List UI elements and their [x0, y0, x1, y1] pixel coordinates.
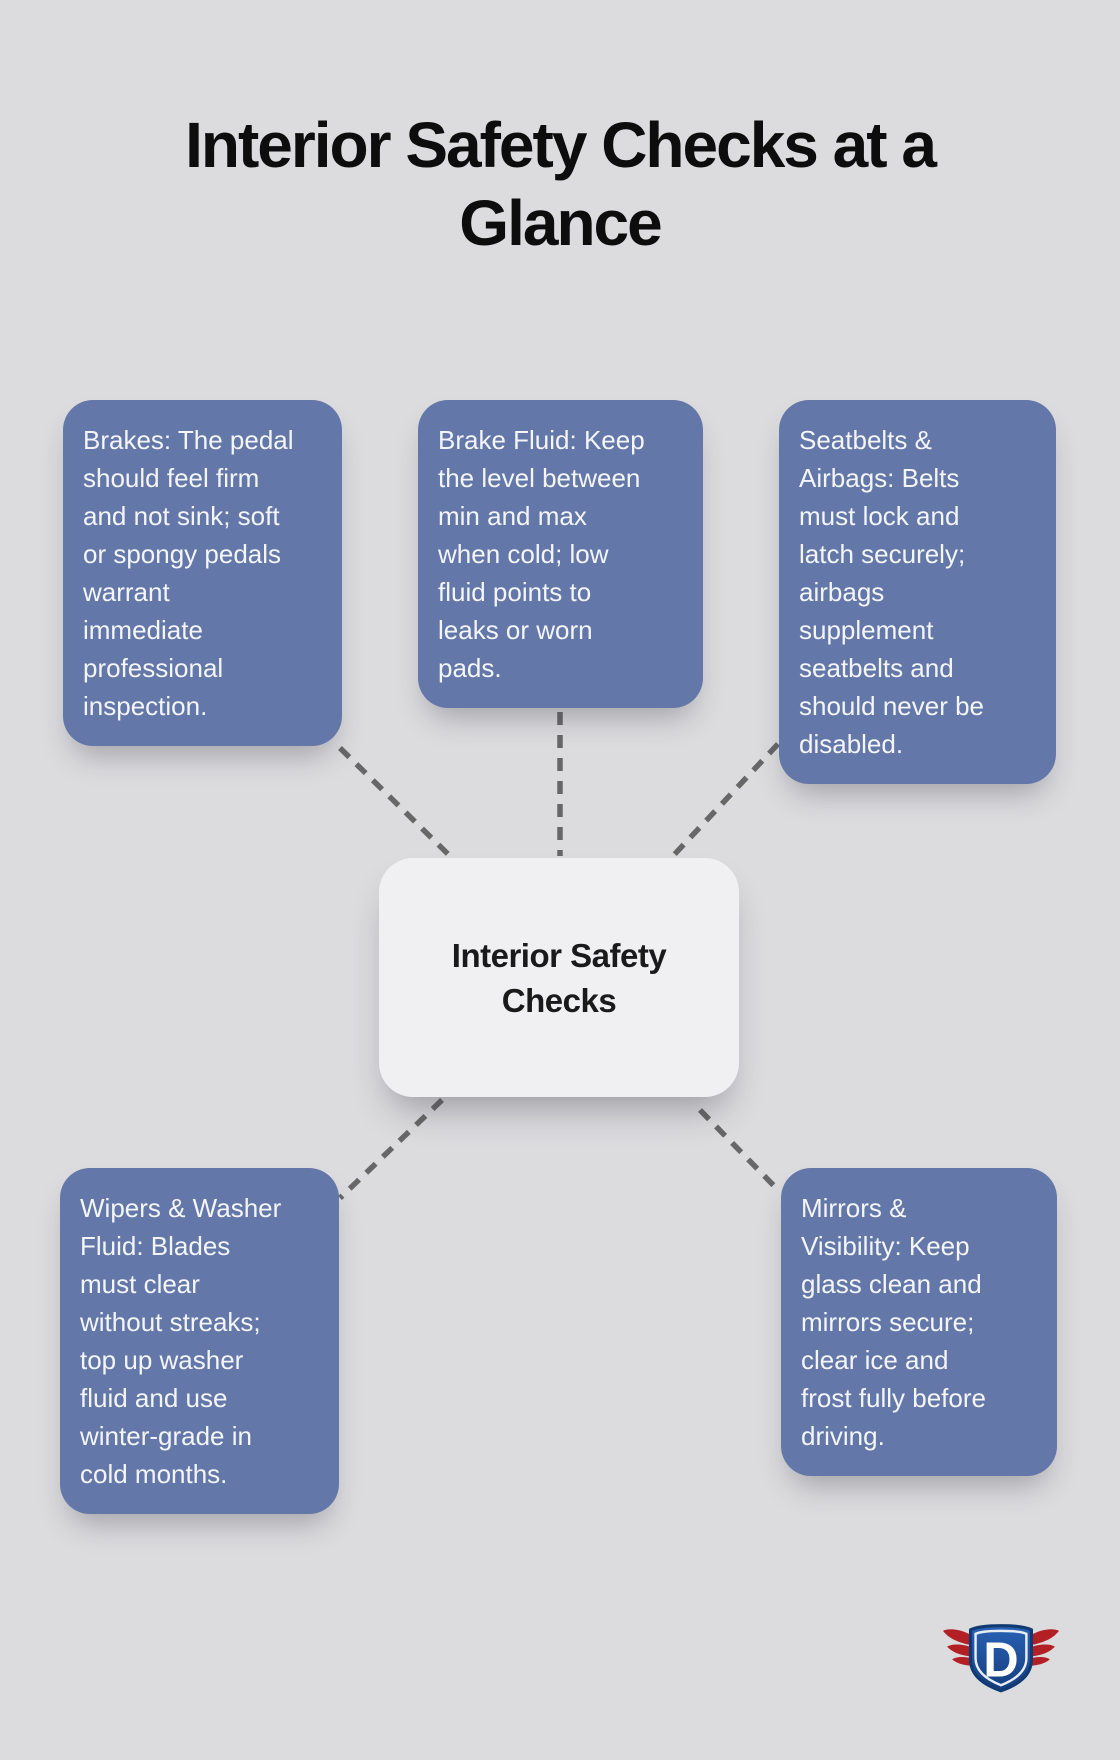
page-title: Interior Safety Checks at a Glance	[185, 109, 937, 259]
node-mirrors-visibility: Mirrors & Visibility: Keep glass clean a…	[781, 1168, 1057, 1476]
node-brakes: Brakes: The pedal should feel firm and n…	[63, 400, 342, 746]
shield-inner-outline	[974, 1629, 1028, 1687]
node-brakes-text: Brakes: The pedal should feel firm and n…	[83, 425, 294, 721]
shield-icon	[968, 1624, 1034, 1693]
node-mirrors-visibility-text: Mirrors & Visibility: Keep glass clean a…	[801, 1193, 986, 1451]
connector-wipers	[338, 1098, 444, 1200]
connector-seatbelts	[670, 742, 781, 858]
left-wing-icon	[943, 1629, 975, 1666]
center-node: Interior Safety Checks	[379, 858, 739, 1097]
node-wipers-washer-fluid-text: Wipers & Washer Fluid: Blades must clear…	[80, 1193, 282, 1489]
right-wing-icon	[1027, 1629, 1059, 1666]
node-wipers-washer-fluid: Wipers & Washer Fluid: Blades must clear…	[60, 1168, 339, 1514]
connector-mirrors	[698, 1108, 782, 1194]
node-seatbelts-airbags-text: Seatbelts & Airbags: Belts must lock and…	[799, 425, 985, 759]
node-brake-fluid: Brake Fluid: Keep the level between min …	[418, 400, 703, 708]
node-seatbelts-airbags: Seatbelts & Airbags: Belts must lock and…	[779, 400, 1056, 784]
node-brake-fluid-text: Brake Fluid: Keep the level between min …	[438, 425, 645, 683]
connector-brakes	[338, 746, 454, 860]
brand-logo: D	[941, 1584, 1063, 1696]
center-node-label: Interior Safety Checks	[451, 936, 667, 1019]
logo-letter: D	[983, 1634, 1018, 1688]
